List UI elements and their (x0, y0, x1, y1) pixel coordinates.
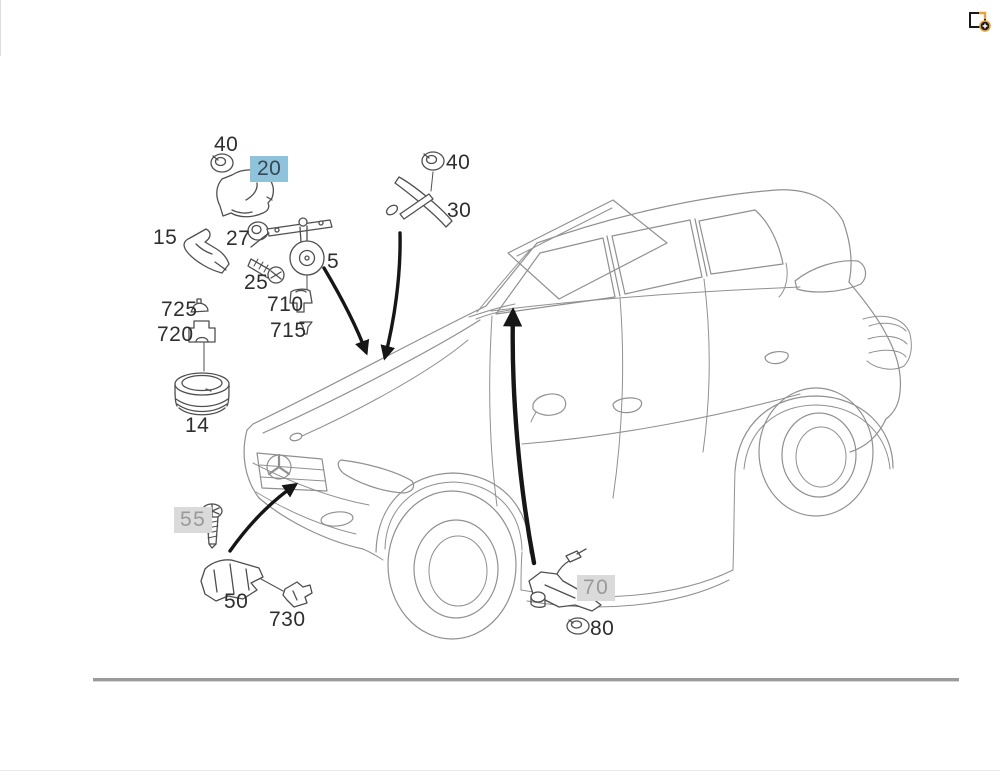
part-25-screw-icon (247, 258, 285, 284)
part-40b-grommet-icon (421, 151, 445, 192)
part-730-clip-icon (282, 581, 313, 608)
part-label-40-b[interactable]: 40 (446, 151, 471, 174)
part-label-725[interactable]: 725 (161, 298, 198, 321)
part-70-antenna-bracket-icon (528, 548, 602, 612)
part-label-80[interactable]: 80 (590, 617, 615, 640)
part-label-715[interactable]: 715 (270, 319, 307, 342)
part-label-55[interactable]: 55 (174, 507, 213, 533)
part-label-20[interactable]: 20 (250, 156, 289, 182)
part-icons (174, 151, 602, 635)
arrow-bracket-to-grille (228, 482, 299, 553)
left-edge-divider (0, 0, 1, 56)
part-label-720[interactable]: 720 (157, 323, 194, 346)
part-label-15[interactable]: 15 (153, 226, 178, 249)
arrow-bracket-to-hood (380, 231, 402, 361)
part-label-14[interactable]: 14 (185, 414, 210, 437)
part-label-27[interactable]: 27 (226, 227, 251, 250)
part-30-bracket-icon (385, 176, 453, 228)
part-label-710[interactable]: 710 (267, 293, 304, 316)
part-715-clip-icon (299, 321, 313, 335)
part-725-plug-icon (190, 298, 209, 313)
part-27-grommet-icon (247, 221, 269, 241)
part-label-50[interactable]: 50 (224, 590, 249, 613)
part-label-5[interactable]: 5 (327, 250, 340, 273)
part-label-730[interactable]: 730 (269, 608, 306, 631)
location-arrows (228, 231, 537, 566)
part-label-30[interactable]: 30 (447, 199, 472, 222)
bottom-edge-divider (0, 770, 1000, 771)
window-plus-icon[interactable] (966, 8, 993, 35)
arrow-horn-to-hood (322, 266, 370, 356)
vehicle-illustration (243, 189, 912, 640)
part-5-horn-icon (250, 217, 333, 290)
part-15-bracket-icon (183, 228, 230, 274)
part-14-siren-icon (174, 372, 230, 416)
part-710-bracket-icon (289, 288, 313, 313)
part-720-bracket-icon (188, 320, 216, 372)
part-label-70[interactable]: 70 (577, 575, 616, 601)
part-label-25[interactable]: 25 (244, 271, 269, 294)
arrow-bracket-to-windshield (502, 307, 537, 566)
part-label-40-a[interactable]: 40 (214, 133, 239, 156)
part-40-grommet-icon (210, 153, 234, 173)
part-80-grommet-icon (566, 617, 590, 635)
part-50-bracket-icon (200, 559, 284, 602)
footer-divider (93, 678, 959, 682)
